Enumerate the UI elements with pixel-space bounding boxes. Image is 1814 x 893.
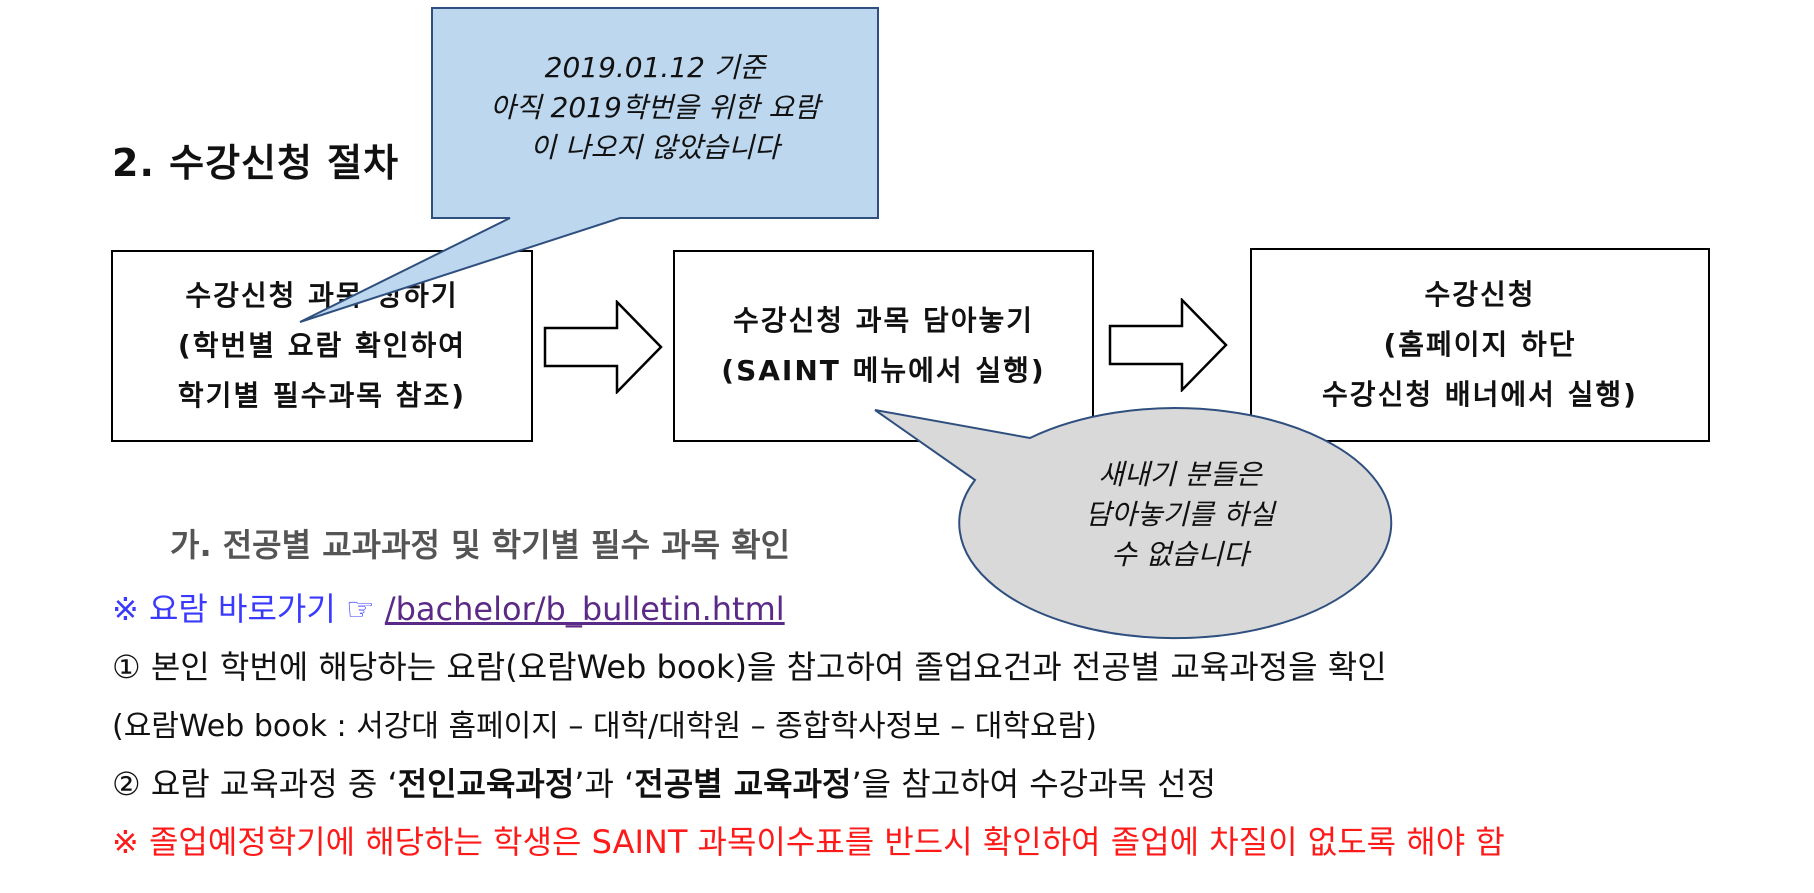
callout-line: 담아놓기를 하실 bbox=[1085, 498, 1275, 531]
callout-line: 새내기 분들은 bbox=[1098, 458, 1262, 491]
shortcut-label: ※ 요람 바로가기 bbox=[112, 590, 336, 628]
bold-term: 전공별 교육과정 bbox=[634, 765, 852, 803]
text-fragment: ② 요람 교육과정 중 ‘ bbox=[112, 765, 398, 803]
instruction-1: ① 본인 학번에 해당하는 요람(요람Web book)을 참고하여 졸업요건과… bbox=[112, 648, 1387, 686]
arrow-right-icon bbox=[543, 300, 663, 394]
step-line: 수강신청 bbox=[1424, 278, 1536, 311]
step-box-register: 수강신청 (홈페이지 하단 수강신청 배너에서 실행) bbox=[1250, 248, 1710, 442]
step-box-add-to-cart: 수강신청 과목 담아놓기 (SAINT 메뉴에서 실행) bbox=[673, 250, 1094, 442]
text-fragment: ’과 ‘ bbox=[574, 765, 635, 803]
subheading: 가. 전공별 교과과정 및 학기별 필수 과목 확인 bbox=[170, 526, 791, 564]
pointing-hand-icon: ☞ bbox=[345, 590, 375, 628]
step-box-select-courses: 수강신청 과목 정하기 (학번별 요람 확인하여 학기별 필수과목 참조) bbox=[111, 250, 533, 442]
callout-line: 수 없습니다 bbox=[1111, 538, 1249, 571]
text-fragment: ’을 참고하여 수강과목 선정 bbox=[851, 765, 1217, 803]
step-line: 수강신청 과목 담아놓기 bbox=[732, 304, 1035, 337]
instruction-webbook-path: (요람Web book : 서강대 홈페이지 – 대학/대학원 – 종합학사정보… bbox=[112, 709, 1097, 744]
bold-term: 전인교육과정 bbox=[397, 765, 575, 803]
bulletin-shortcut: ※ 요람 바로가기 ☞ /bachelor/b_bulletin.html bbox=[112, 584, 785, 630]
step-line: (SAINT 메뉴에서 실행) bbox=[721, 354, 1046, 387]
callout-bottom-text: 새내기 분들은 담아놓기를 하실 수 없습니다 bbox=[1020, 455, 1340, 575]
section-title: 2. 수강신청 절차 bbox=[112, 141, 400, 185]
step-line: 학기별 필수과목 참조) bbox=[177, 379, 467, 412]
callout-top-text: 2019.01.12 기준 아직 2019학번을 위한 요람 이 나오지 않았습… bbox=[434, 48, 876, 168]
step-line: (홈페이지 하단 bbox=[1383, 328, 1577, 361]
bulletin-link[interactable]: /bachelor/b_bulletin.html bbox=[384, 590, 785, 628]
arrow-right-icon bbox=[1108, 298, 1228, 392]
step-line: 수강신청 배너에서 실행) bbox=[1322, 378, 1638, 411]
callout-line: 아직 2019학번을 위한 요람 bbox=[490, 91, 820, 124]
instruction-2: ② 요람 교육과정 중 ‘전인교육과정’과 ‘전공별 교육과정’을 참고하여 수… bbox=[112, 759, 1216, 805]
step-line: (학번별 요람 확인하여 bbox=[177, 329, 467, 362]
callout-line: 이 나오지 않았습니다 bbox=[530, 131, 780, 164]
callout-line: 2019.01.12 기준 bbox=[544, 51, 766, 84]
graduation-warning: ※ 졸업예정학기에 해당하는 학생은 SAINT 과목이수표를 반드시 확인하여… bbox=[112, 823, 1505, 861]
